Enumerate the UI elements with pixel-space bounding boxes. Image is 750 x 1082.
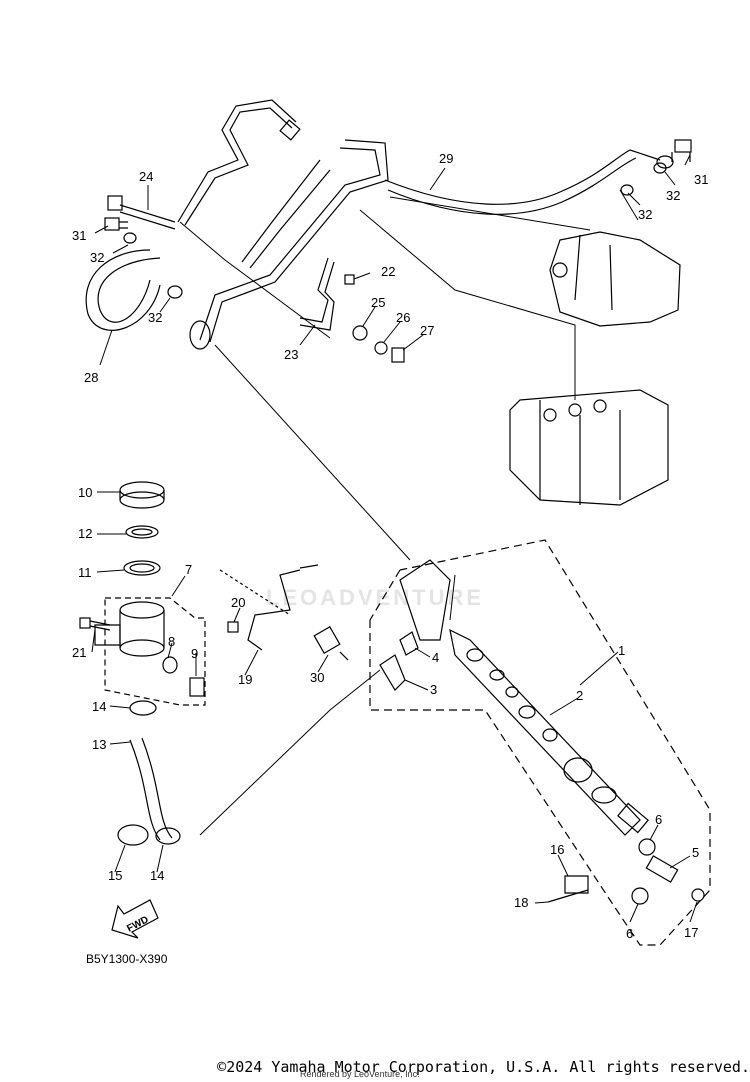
callout-28: 28: [84, 370, 98, 385]
callout-16: 16: [550, 842, 564, 857]
callout-11: 11: [78, 565, 92, 580]
callout-32-caliper: 32: [638, 207, 652, 222]
callout-30: 30: [310, 670, 324, 685]
bleed-screw-31-right: [671, 139, 692, 162]
abs-hydraulic-unit: [509, 389, 669, 506]
diaphragm-12: [125, 525, 159, 539]
callout-leaders: [91, 154, 698, 923]
clevis-5-nuts-6: [631, 838, 705, 905]
callout-20: 20: [231, 595, 245, 610]
small-parts-22-27: [344, 274, 405, 363]
reference-lines: [179, 189, 639, 836]
fittings-3-4: [379, 631, 419, 691]
callout-31-right: 31: [694, 172, 708, 187]
reservoir-7: [94, 601, 205, 697]
callout-6-bottom: 6: [626, 926, 633, 941]
callout-24: 24: [139, 169, 153, 184]
callout-2: 2: [576, 688, 583, 703]
reservoir-group-box: [104, 597, 206, 706]
callout-9: 9: [191, 646, 198, 661]
copyright-notice: ©2024 Yamaha Motor Corporation, U.S.A. A…: [217, 1058, 750, 1076]
brake-hose-pipes: [189, 139, 389, 350]
callout-12: 12: [78, 526, 92, 541]
hose-13: [129, 737, 173, 841]
callout-1: 1: [618, 643, 625, 658]
callout-10: 10: [78, 485, 92, 500]
callout-19: 19: [238, 672, 252, 687]
bleed-screw-31-left: [104, 217, 128, 231]
callout-26: 26: [396, 310, 410, 325]
pin-16-cotter-18: [547, 875, 589, 903]
leader-box-7-19: [219, 569, 291, 616]
callout-15: 15: [108, 868, 122, 883]
callout-7: 7: [185, 562, 192, 577]
master-cylinder-box: [369, 539, 711, 946]
callout-17: 17: [684, 925, 698, 940]
callout-3: 3: [430, 682, 437, 697]
rear-caliper: [549, 231, 681, 327]
callout-5: 5: [692, 845, 699, 860]
callout-labels: 1 2 3 4 5 6 6 7 8 9 10 11 12 13 14 14 15…: [72, 151, 708, 941]
diagram-code: B5Y1300-X390: [86, 952, 168, 966]
brake-hose-upper: [177, 99, 301, 226]
master-cylinder-1: [399, 559, 649, 836]
screw-21: [79, 617, 111, 631]
reservoir-cap-10: [119, 481, 165, 509]
callout-27: 27: [420, 323, 434, 338]
brake-hose-29: [384, 149, 674, 215]
callout-13: 13: [92, 737, 106, 752]
callout-32-left: 32: [90, 250, 104, 265]
piston-parts-2: [466, 648, 617, 804]
callout-32-right: 32: [666, 188, 680, 203]
clamp-14-bottom: [155, 827, 181, 845]
callout-8: 8: [168, 634, 175, 649]
callout-25: 25: [371, 295, 385, 310]
union-bolt-24: [107, 195, 176, 230]
callout-6-top: 6: [655, 812, 662, 827]
callout-21: 21: [72, 645, 86, 660]
callout-14-bottom: 14: [150, 868, 164, 883]
callout-22: 22: [381, 264, 395, 279]
clamp-15: [117, 824, 149, 846]
rendered-by-notice: Rendered by LeoVenture, Inc.: [300, 1069, 420, 1079]
callout-32-mid: 32: [148, 310, 162, 325]
callout-14-top: 14: [92, 699, 106, 714]
bracket-19: [247, 564, 319, 651]
hose-bracket-23: [299, 257, 335, 331]
brake-hose-28: [85, 249, 161, 331]
callout-29: 29: [439, 151, 453, 166]
diaphragm-11: [123, 560, 161, 576]
fwd-arrow-icon: [111, 899, 159, 939]
callout-4: 4: [432, 650, 439, 665]
bolt-20: [227, 621, 239, 633]
clamp-14-top: [129, 700, 157, 716]
switch-30: [313, 626, 349, 661]
callout-18: 18: [514, 895, 528, 910]
callout-23: 23: [284, 347, 298, 362]
callout-31-left: 31: [72, 228, 86, 243]
gaskets-32: [123, 162, 667, 299]
fwd-label: FWD: [125, 914, 150, 934]
